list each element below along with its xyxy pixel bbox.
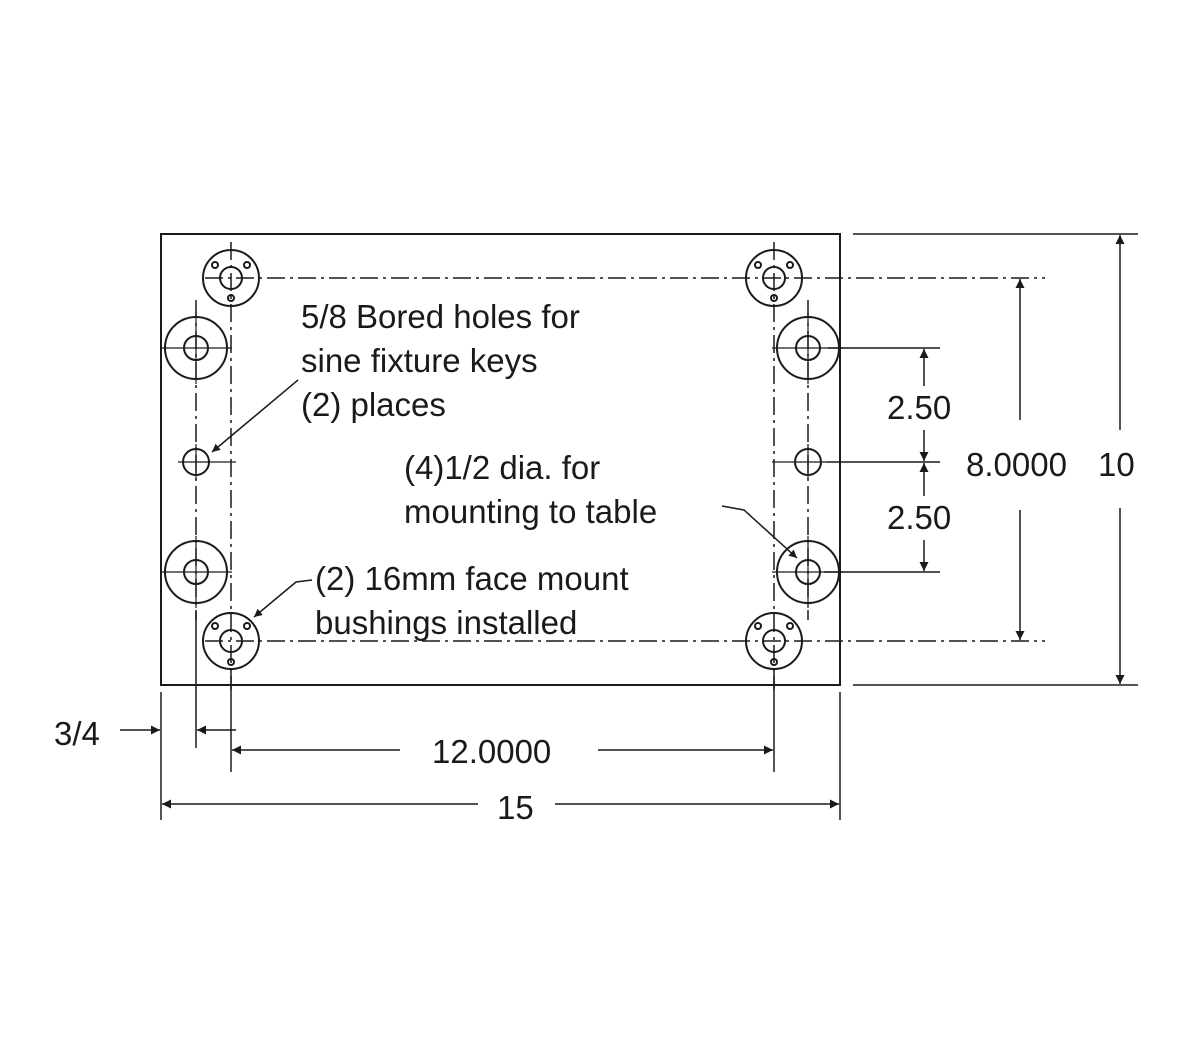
- leader-mounting-holes: [721, 505, 798, 559]
- bushing-bottom-right: [745, 612, 803, 670]
- leader-bushings: [253, 579, 313, 618]
- leader-bored-holes: [211, 379, 299, 453]
- dim-label-edge-offset: 3/4: [54, 712, 100, 756]
- extension-lines-right: [824, 233, 1138, 686]
- note-bored-holes-line-3: (2) places: [301, 386, 446, 423]
- mounting-hole-left-lower: [160, 536, 232, 608]
- note-bored-holes-line-1: 5/8 Bored holes for: [301, 298, 580, 335]
- dim-label-bushing-spacing-vertical: 8.0000: [966, 443, 1067, 487]
- note-bored-holes-line-2: sine fixture keys: [301, 342, 538, 379]
- mounting-hole-left-upper: [160, 312, 232, 384]
- dim-label-overall-height: 10: [1098, 443, 1135, 487]
- note-mounting-holes-line-2: mounting to table: [404, 493, 658, 530]
- bushing-bottom-left: [202, 612, 260, 670]
- bored-hole-left: [178, 444, 236, 480]
- note-mounting-holes-line-1: (4)1/2 dia. for: [404, 449, 601, 486]
- bushing-top-left: [202, 249, 260, 307]
- bored-hole-right: [772, 444, 826, 480]
- note-bushings-line-2: bushings installed: [315, 604, 578, 641]
- dim-label-overall-width: 15: [497, 786, 534, 830]
- dim-label-hole-spacing-upper: 2.50: [887, 386, 952, 430]
- dim-label-hole-spacing-lower: 2.50: [887, 496, 952, 540]
- dim-label-bushing-spacing-horizontal: 12.0000: [432, 730, 552, 774]
- extension-lines-bottom: [160, 612, 841, 820]
- note-bushings-line-1: (2) 16mm face mount: [315, 560, 629, 597]
- plate-outline: [160, 233, 841, 686]
- bushing-top-right: [745, 249, 803, 307]
